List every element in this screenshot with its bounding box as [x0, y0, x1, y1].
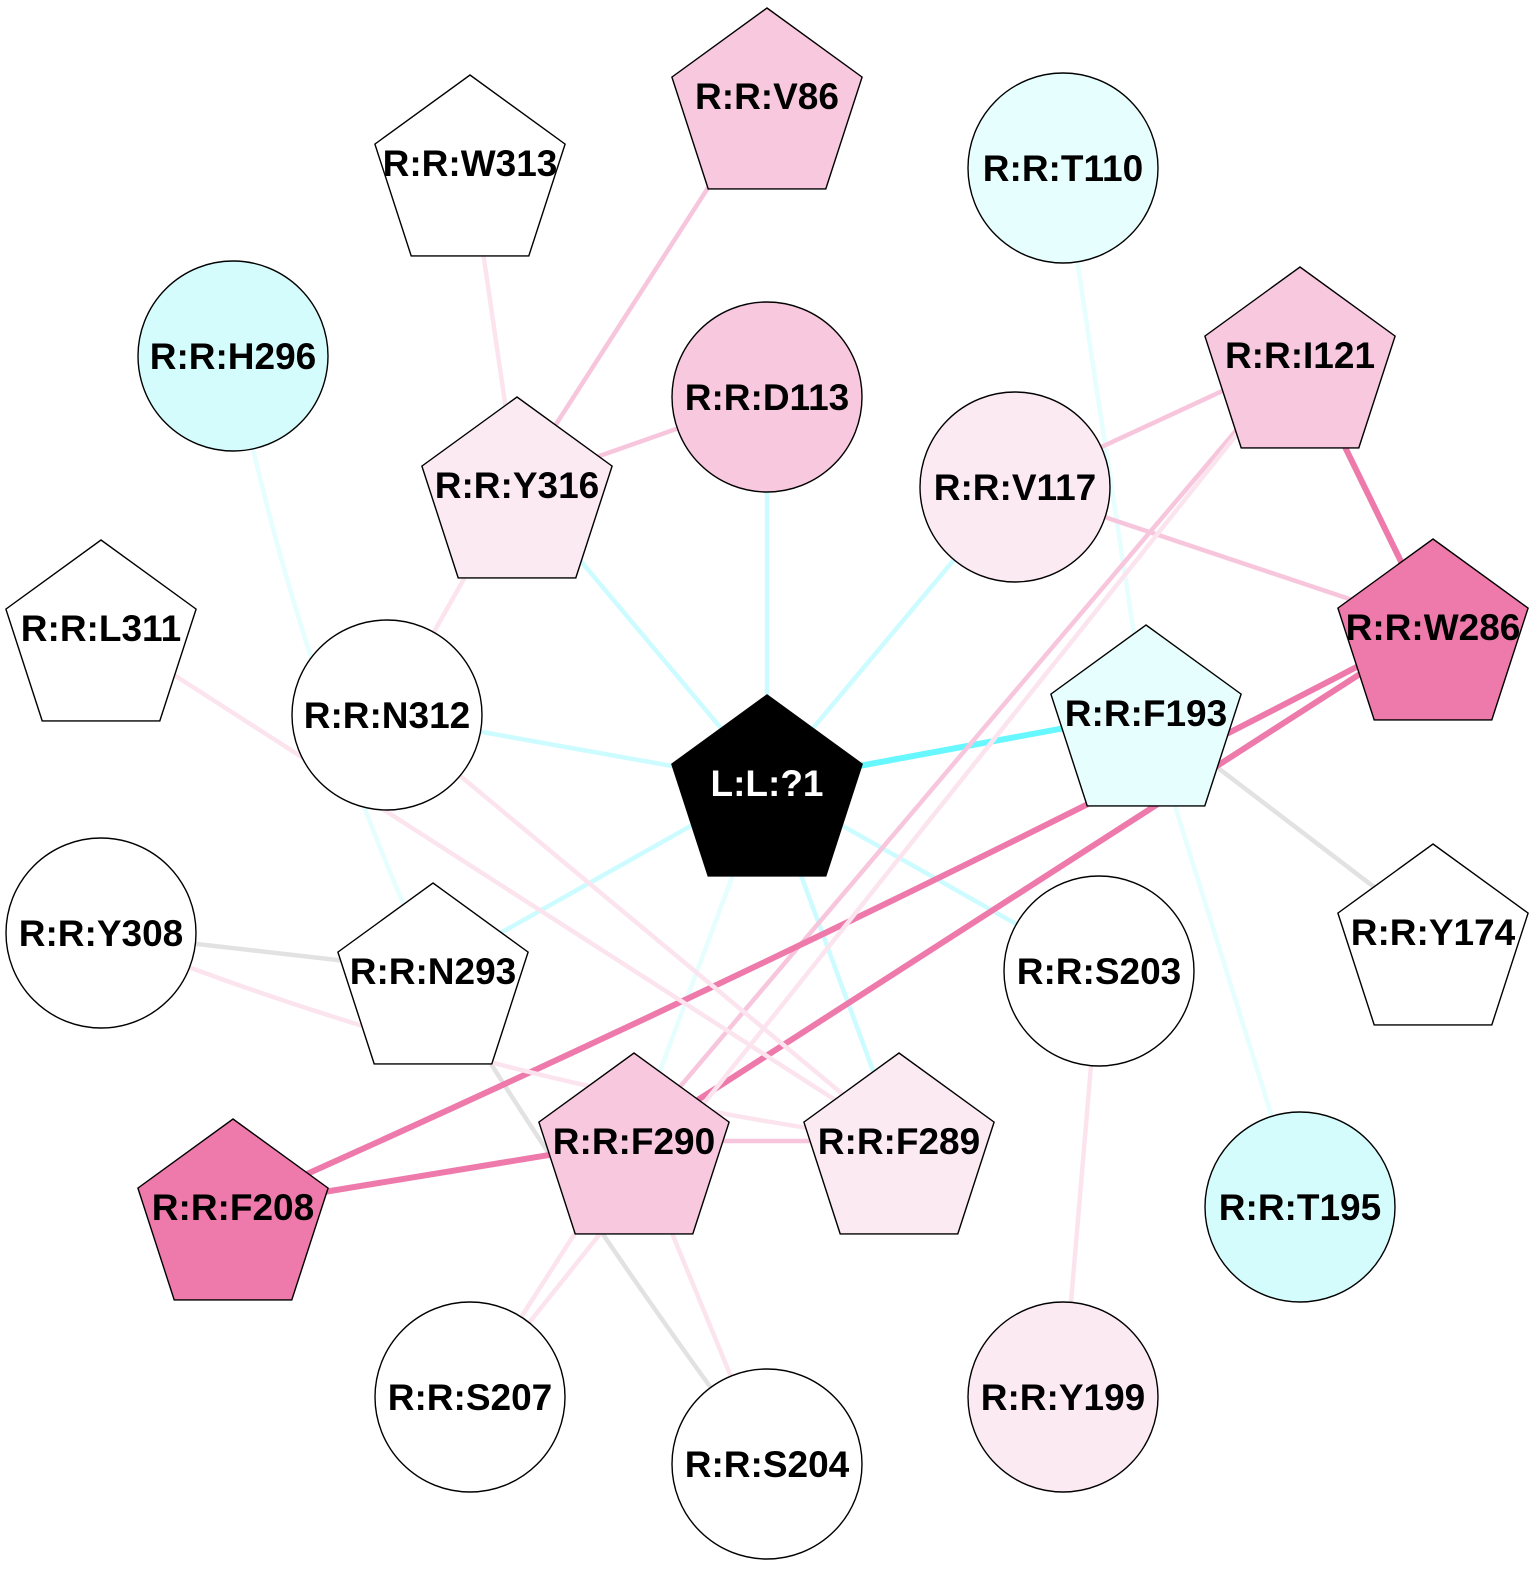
node-shape-pentagon	[671, 694, 863, 877]
node-label: R:R:S203	[1017, 951, 1182, 992]
node-label: R:R:S204	[685, 1444, 850, 1485]
node-label: R:R:I121	[1225, 335, 1375, 376]
node-r-r-s204[interactable]: R:R:S204	[671, 1368, 863, 1560]
node-l-l-1[interactable]: L:L:?1	[671, 694, 863, 877]
node-label: R:R:V117	[934, 467, 1096, 508]
node-label: R:R:N293	[350, 951, 517, 992]
node-shape-pentagon	[1204, 266, 1396, 449]
node-label: R:R:Y199	[981, 1377, 1146, 1418]
node-r-r-v117[interactable]: R:R:V117	[919, 391, 1111, 583]
node-label: L:L:?1	[710, 763, 823, 804]
node-shape-pentagon	[803, 1052, 995, 1235]
node-label: R:R:F208	[152, 1187, 314, 1228]
node-shape-circle	[1204, 1111, 1396, 1303]
node-r-r-y308[interactable]: R:R:Y308	[5, 837, 197, 1029]
node-label: R:R:D113	[685, 377, 850, 418]
node-shape-circle	[671, 301, 863, 493]
node-r-r-t195[interactable]: R:R:T195	[1204, 1111, 1396, 1303]
node-label: R:R:H296	[150, 336, 317, 377]
node-r-r-d113[interactable]: R:R:D113	[671, 301, 863, 493]
node-shape-circle	[671, 1368, 863, 1560]
node-shape-circle	[1003, 875, 1195, 1067]
node-shape-circle	[919, 391, 1111, 583]
node-shape-pentagon	[5, 539, 197, 722]
node-label: R:R:V86	[695, 76, 839, 117]
node-shape-circle	[374, 1301, 566, 1493]
node-label: R:R:Y308	[19, 913, 184, 954]
node-label: R:R:F289	[818, 1121, 980, 1162]
node-shape-pentagon	[374, 74, 566, 257]
node-r-r-f193[interactable]: R:R:F193	[1050, 624, 1242, 807]
node-label: R:R:Y174	[1351, 912, 1516, 953]
node-r-r-f289[interactable]: R:R:F289	[803, 1052, 995, 1235]
node-label: R:R:N312	[304, 695, 471, 736]
node-shape-pentagon	[137, 1118, 329, 1301]
node-shape-pentagon	[1337, 538, 1529, 721]
node-label: R:R:S207	[388, 1377, 553, 1418]
node-r-r-i121[interactable]: R:R:I121	[1204, 266, 1396, 449]
node-r-r-h296[interactable]: R:R:H296	[137, 260, 329, 452]
node-r-r-y174[interactable]: R:R:Y174	[1337, 843, 1529, 1026]
node-r-r-w286[interactable]: R:R:W286	[1337, 538, 1529, 721]
node-r-r-f290[interactable]: R:R:F290	[538, 1052, 730, 1235]
node-r-r-f208[interactable]: R:R:F208	[137, 1118, 329, 1301]
node-shape-circle	[137, 260, 329, 452]
node-label: R:R:L311	[21, 608, 181, 649]
node-label: R:R:T110	[983, 148, 1143, 189]
edge-r-r-n312-to-r-r-f289	[385, 713, 901, 1143]
node-shape-pentagon	[1337, 843, 1529, 1026]
node-r-r-w313[interactable]: R:R:W313	[374, 74, 566, 257]
node-r-r-l311[interactable]: R:R:L311	[5, 539, 197, 722]
node-label: R:R:W313	[383, 143, 558, 184]
node-shape-circle	[967, 72, 1159, 264]
node-label: R:R:Y316	[435, 465, 600, 506]
node-r-r-v86[interactable]: R:R:V86	[671, 7, 863, 190]
node-shape-pentagon	[421, 396, 613, 579]
node-r-r-n312[interactable]: R:R:N312	[291, 619, 483, 811]
node-shape-pentagon	[337, 882, 529, 1065]
node-shape-circle	[291, 619, 483, 811]
node-label: R:R:W286	[1346, 607, 1521, 648]
node-r-r-s207[interactable]: R:R:S207	[374, 1301, 566, 1493]
node-label: R:R:T195	[1219, 1187, 1381, 1228]
node-r-r-y199[interactable]: R:R:Y199	[967, 1301, 1159, 1493]
node-shape-circle	[967, 1301, 1159, 1493]
node-r-r-n293[interactable]: R:R:N293	[337, 882, 529, 1065]
node-r-r-s203[interactable]: R:R:S203	[1003, 875, 1195, 1067]
node-r-r-y316[interactable]: R:R:Y316	[421, 396, 613, 579]
node-shape-pentagon	[671, 7, 863, 190]
node-shape-pentagon	[1050, 624, 1242, 807]
node-label: R:R:F290	[553, 1121, 715, 1162]
node-shape-circle	[5, 837, 197, 1029]
edge-r-r-l311-to-r-r-f289	[99, 626, 901, 1143]
node-shape-pentagon	[538, 1052, 730, 1235]
node-label: R:R:F193	[1065, 693, 1227, 734]
node-r-r-t110[interactable]: R:R:T110	[967, 72, 1159, 264]
